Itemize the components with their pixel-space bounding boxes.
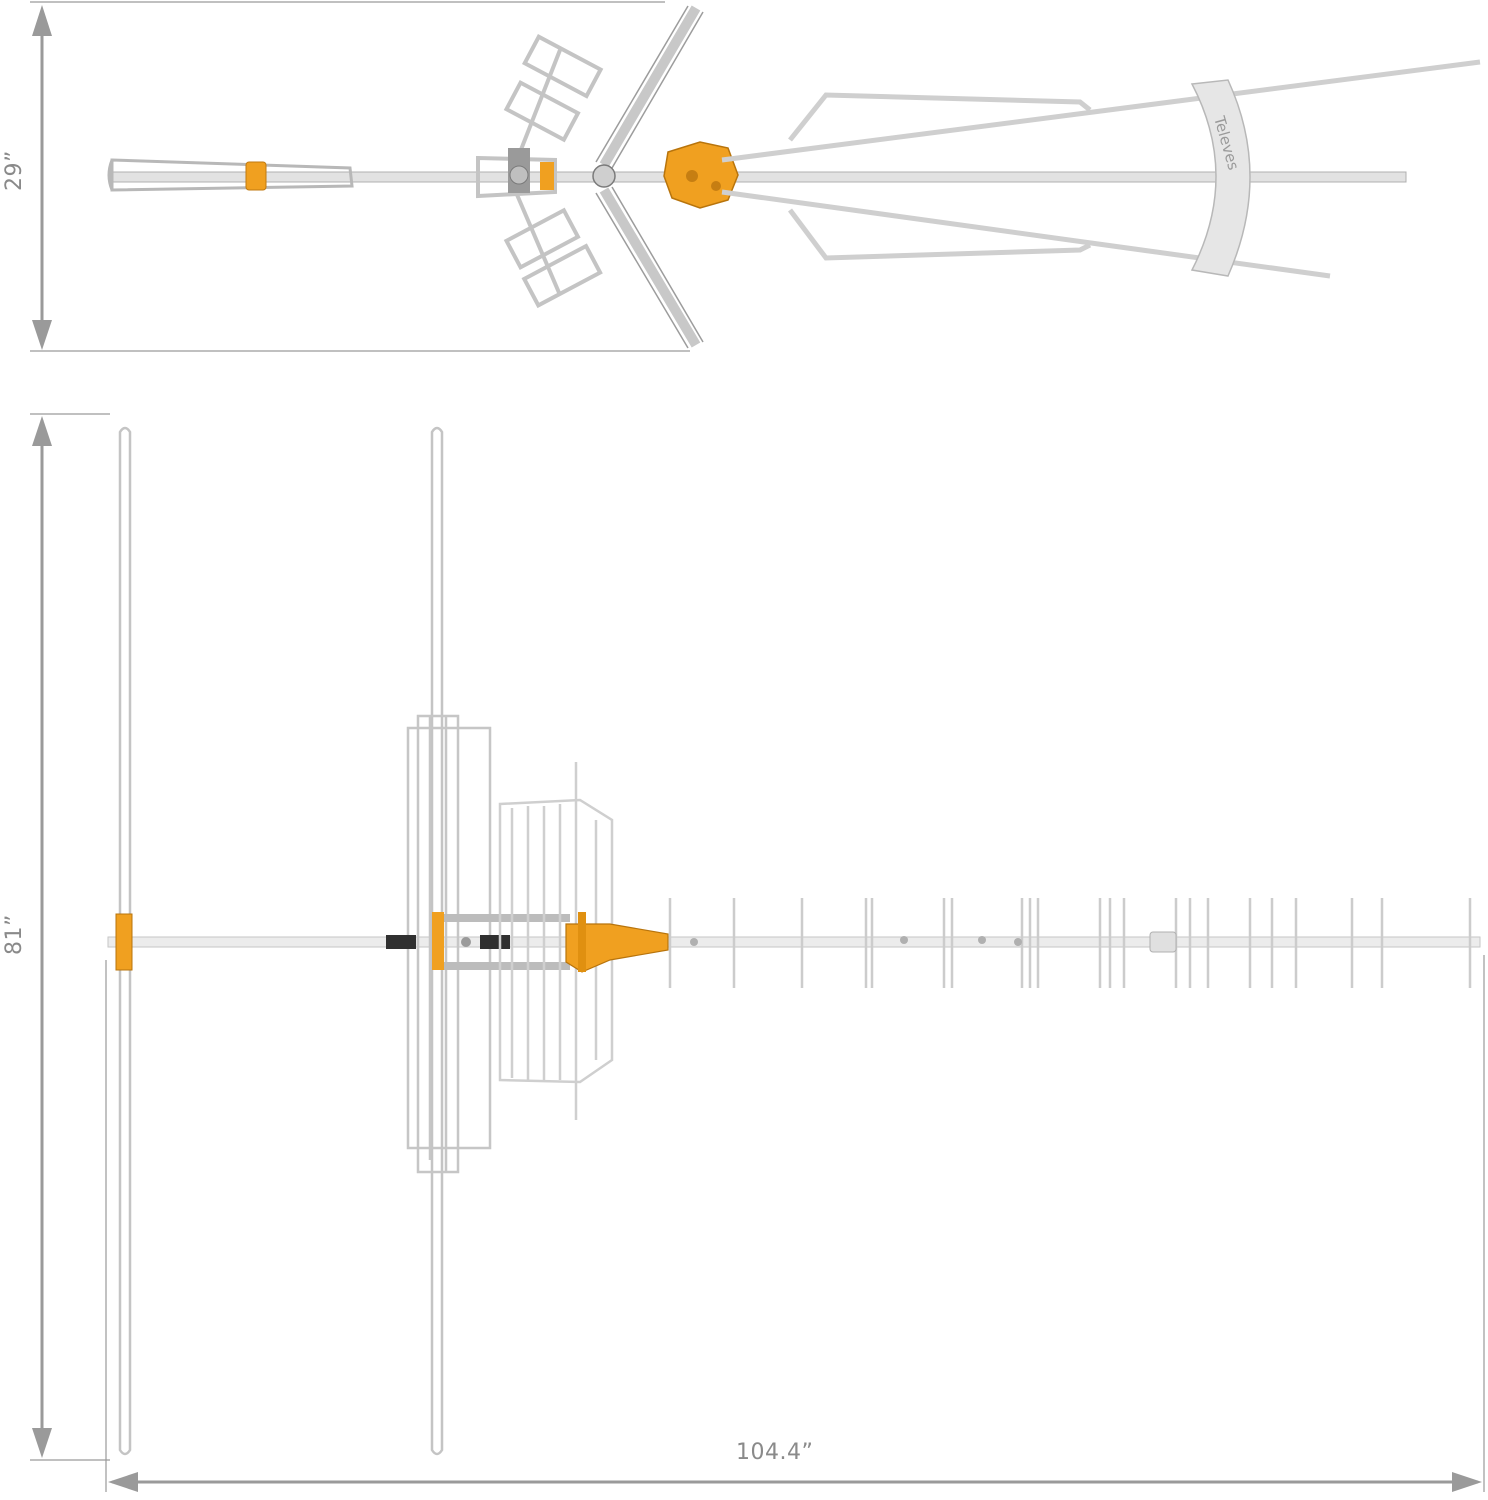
side-panel-hub xyxy=(386,912,570,970)
side-boom-plug xyxy=(1149,931,1177,953)
side-mast-clamp xyxy=(565,912,669,973)
top-uhf-hub xyxy=(592,164,616,188)
top-rear-reflector xyxy=(107,158,354,192)
side-boom xyxy=(107,936,1481,948)
top-director-arms xyxy=(721,59,1481,279)
top-rear-clamp xyxy=(245,161,267,191)
top-view: Televes xyxy=(30,1,1481,352)
overall-length-label: 104.4” xyxy=(736,1440,814,1465)
top-mast-clamp xyxy=(663,141,739,209)
top-view-height-label: 29” xyxy=(1,150,27,191)
side-vhf-reflector-element xyxy=(118,426,132,1456)
side-view-height-dimension xyxy=(30,413,110,1461)
top-uhf-v-ladder xyxy=(595,5,704,349)
side-view-height-label: 81” xyxy=(1,914,27,955)
top-view-height-dimension xyxy=(30,1,690,352)
side-vhf-dipole-element xyxy=(430,426,444,1456)
side-view-length-dimension xyxy=(105,955,1485,1492)
side-boom-bolts xyxy=(690,936,1022,946)
side-directors xyxy=(668,898,1472,988)
top-vhf-panel xyxy=(476,34,604,309)
top-brand-plate: Televes xyxy=(1190,79,1251,277)
side-rear-clamp xyxy=(115,913,133,971)
top-panel-hub xyxy=(508,148,554,193)
side-view xyxy=(30,413,1485,1492)
top-uhf-v-elements xyxy=(599,5,701,348)
top-boom xyxy=(109,171,1407,183)
